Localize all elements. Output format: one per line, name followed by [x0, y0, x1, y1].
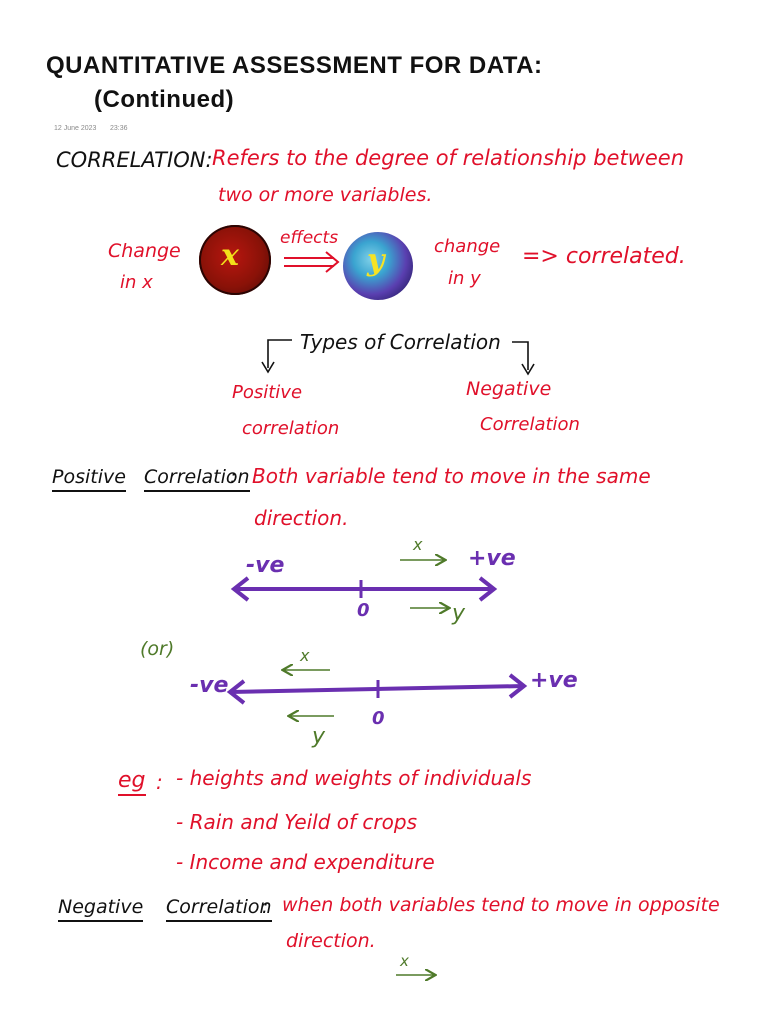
x-variable-label: x — [221, 238, 239, 273]
change-in-x-line1: Change — [108, 240, 181, 262]
effects-label: effects — [280, 228, 339, 248]
positive-definition-line1: Both variable tend to move in the same — [252, 464, 651, 488]
line1-x-label: x — [413, 535, 423, 554]
example-item-2: - Rain and Yeild of crops — [176, 810, 417, 834]
negative-correlation-term2: Correlation — [166, 898, 272, 922]
note-date: 12 June 2023 — [54, 125, 97, 132]
negative-correlation-term: Negative — [58, 898, 144, 922]
change-in-y-line1: change — [434, 236, 501, 257]
line1-zero-label: 0 — [357, 600, 370, 621]
positive-definition-line2: direction. — [254, 506, 349, 530]
example-item-1: - heights and weights of individuals — [176, 766, 532, 790]
line2-x-label: x — [300, 646, 310, 665]
line2-zero-label: 0 — [372, 708, 385, 729]
correlation-definition-line2: two or more variables. — [218, 184, 433, 206]
line2-y-label: y — [312, 724, 326, 749]
or-label: (or) — [140, 638, 175, 660]
positive-correlation-term2: Correlation — [144, 468, 250, 492]
negative-definition-line1: when both variables tend to move in oppo… — [282, 894, 720, 916]
correlation-term: CORRELATION: — [56, 148, 213, 172]
note-time: 23:36 — [110, 125, 128, 132]
types-heading: Types of Correlation — [300, 330, 501, 354]
line1-positive-label: +ve — [468, 546, 516, 571]
y-variable-circle: y — [343, 232, 413, 300]
page-subtitle: (Continued) — [94, 86, 235, 113]
negative-type-line2: Correlation — [480, 414, 580, 435]
effects-arrow — [284, 251, 340, 273]
positive-colon: : — [230, 466, 237, 488]
positive-type-line1: Positive — [232, 382, 303, 403]
line1-negative-label: -ve — [246, 553, 285, 578]
example-item-3: - Income and expenditure — [176, 850, 435, 874]
change-in-y-line2: in y — [448, 268, 481, 289]
types-bracket-arrows — [261, 339, 535, 376]
correlation-definition-line1: Refers to the degree of relationship bet… — [212, 146, 684, 170]
number-line-1 — [230, 576, 498, 602]
line1-y-label: y — [452, 601, 466, 626]
change-in-x-line2: in x — [120, 272, 153, 293]
positive-type-line2: correlation — [242, 418, 340, 439]
negative-definition-line2: direction. — [286, 930, 376, 952]
correlated-result: => correlated. — [522, 244, 686, 269]
positive-correlation-term: Positive — [52, 468, 126, 492]
line2-positive-label: +ve — [530, 668, 578, 693]
negative-x-label: x — [400, 952, 409, 970]
line2-negative-label: -ve — [190, 673, 229, 698]
x-variable-circle: x — [199, 225, 271, 295]
negative-colon: : — [262, 896, 269, 918]
page-title: QUANTITATIVE ASSESSMENT FOR DATA: — [46, 52, 543, 79]
negative-type-line1: Negative — [466, 378, 552, 400]
number-line-2 — [226, 673, 528, 705]
examples-colon: : — [156, 770, 163, 794]
examples-label: eg — [118, 770, 146, 796]
y-variable-label: y — [367, 243, 385, 278]
